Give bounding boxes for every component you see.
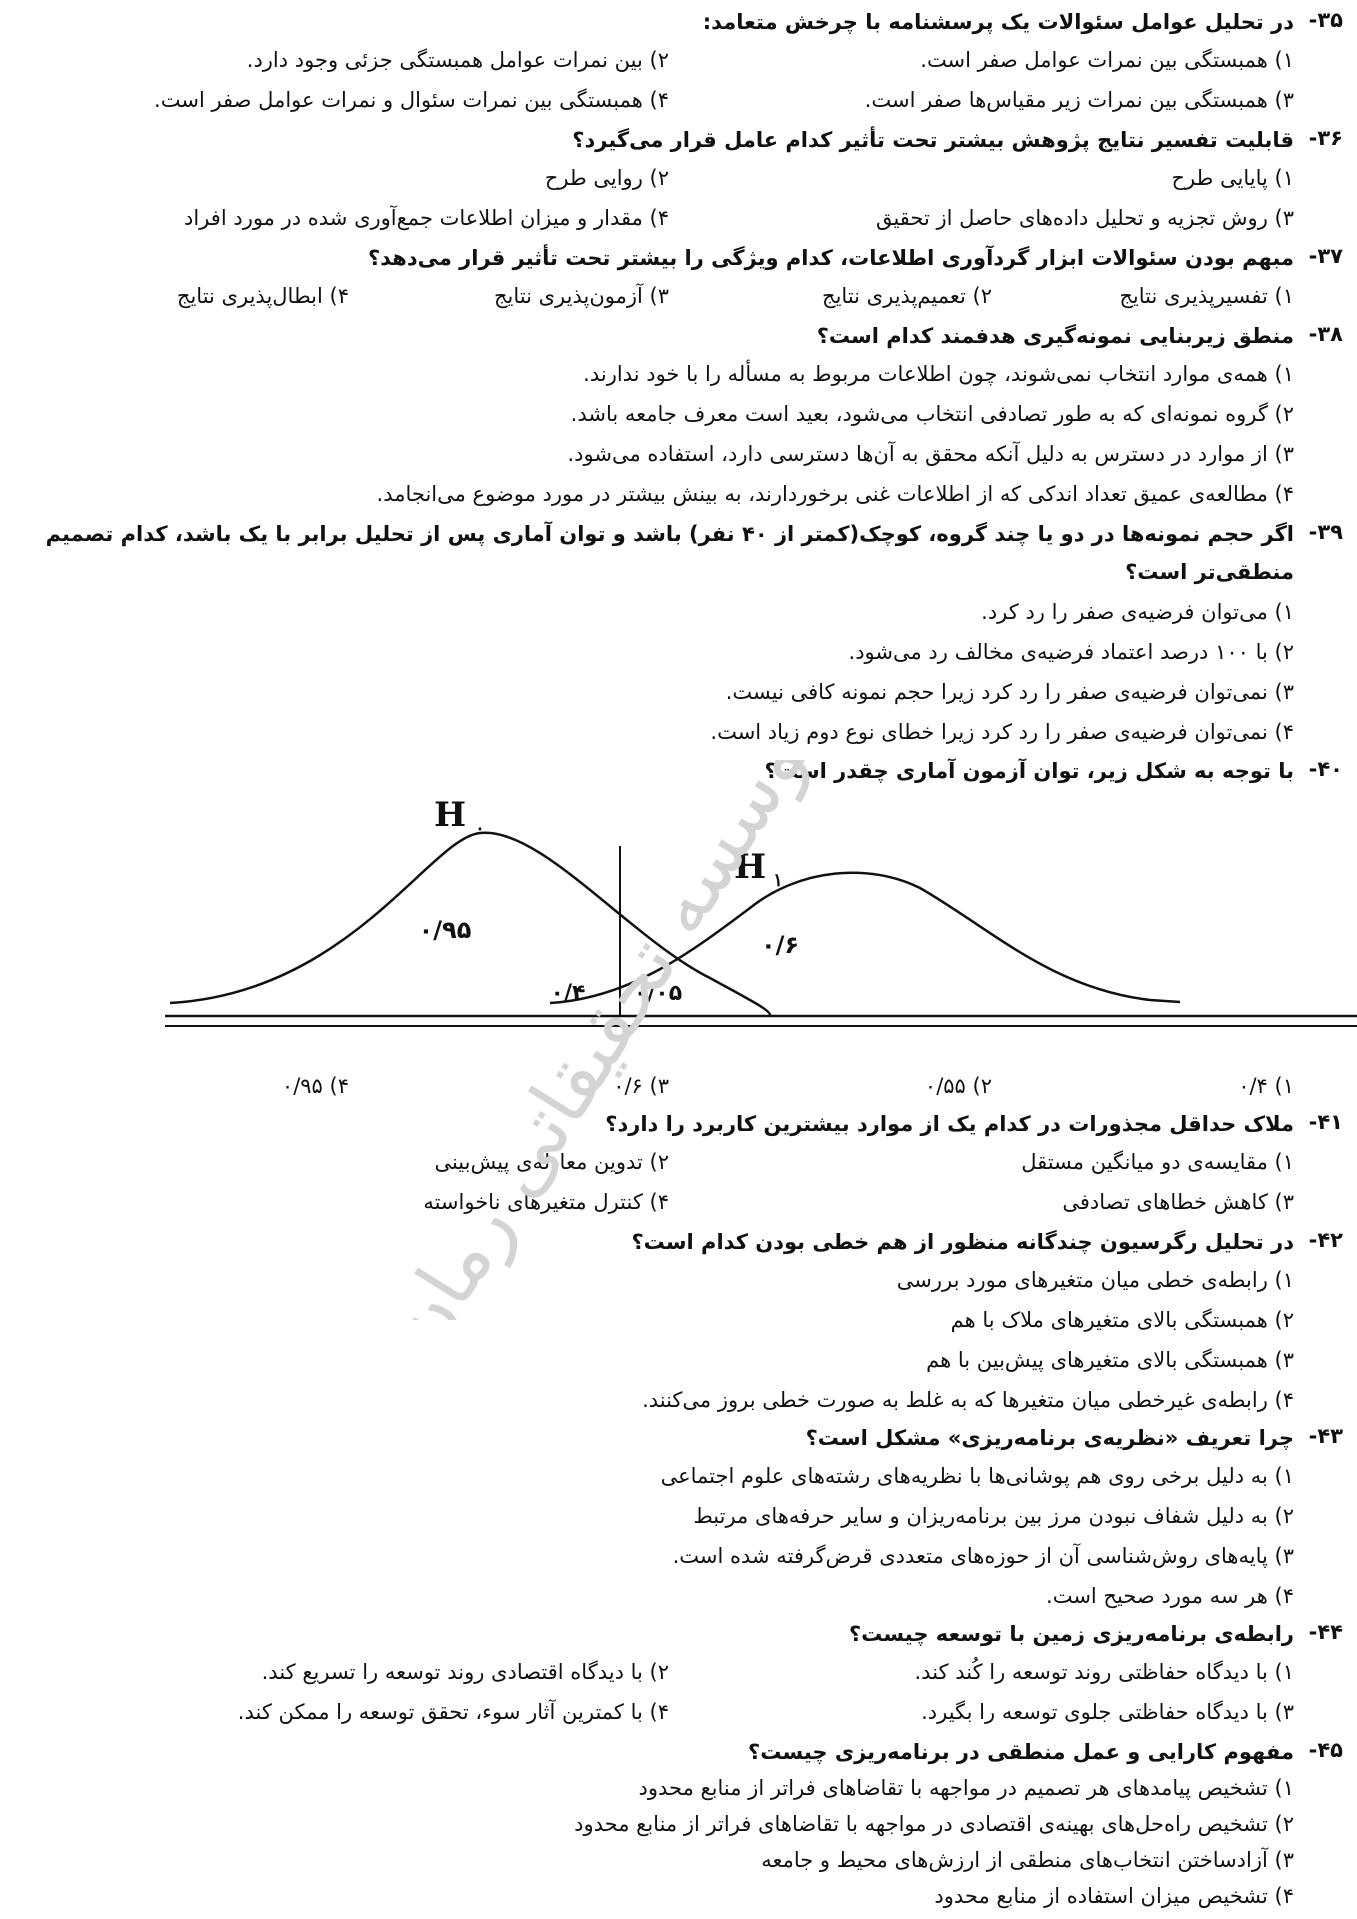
- h1-subscript: ۱: [773, 870, 783, 891]
- option-3[interactable]: ۳) روش تجزیه و تحلیل داده‌های حاصل از تح…: [875, 206, 1294, 230]
- option-1[interactable]: ۱) ۰/۴: [1238, 1074, 1294, 1098]
- question-text: چرا تعریف «نظریه‌ی برنامه‌ریزی» مشکل است…: [805, 1426, 1294, 1450]
- question-text: قابلیت تفسیر نتایج پژوهش بیشتر تحت تأثیر…: [572, 128, 1294, 152]
- h1-curve: [549, 871, 1181, 1005]
- option-4[interactable]: ۴) نمی‌توان فرضیه‌ی صفر را رد کرد زیرا خ…: [710, 720, 1294, 744]
- hypothesis-distribution-figure: H ۰ H ۱ ۰/۹۵ ۰/۶ ۰/۴ ۰/۰۵: [165, 795, 1357, 1027]
- option-2[interactable]: ۲) بین نمرات عوامل همبستگی جزئی وجود دار…: [246, 48, 669, 72]
- option-3[interactable]: ۳) با دیدگاه حفاظتی جلوی توسعه را بگیرد.: [921, 1700, 1294, 1724]
- option-1[interactable]: ۱) پایایی طرح: [1171, 166, 1294, 190]
- value-095: ۰/۹۵: [419, 916, 472, 944]
- question-number: -۴۴: [1308, 1620, 1343, 1644]
- value-005: ۰/۰۵: [634, 981, 682, 1006]
- option-2[interactable]: ۲) به دلیل شفاف نبودن مرز بین برنامه‌ریز…: [693, 1504, 1294, 1528]
- option-1[interactable]: ۱) همه‌ی موارد انتخاب نمی‌شوند، چون اطلا…: [583, 362, 1294, 386]
- question-number: -۴۳: [1308, 1424, 1343, 1448]
- value-06: ۰/۶: [761, 931, 799, 959]
- question-text: اگر حجم نمونه‌ها در دو یا چند گروه، کوچک…: [45, 522, 1294, 546]
- question-number: -۳۶: [1308, 126, 1343, 150]
- option-2[interactable]: ۲) تشخیص راه‌حل‌های بهینه‌ی اقتصادی در م…: [574, 1812, 1294, 1836]
- option-1[interactable]: ۱) رابطه‌ی خطی میان متغیرهای مورد بررسی: [896, 1268, 1294, 1292]
- option-1[interactable]: ۱) تشخیص پیامدهای هر تصمیم در مواجهه با …: [638, 1776, 1295, 1800]
- option-2[interactable]: ۲) تعمیم‌پذیری نتایج: [822, 284, 992, 308]
- option-2[interactable]: ۲) همبستگی بالای متغیرهای ملاک با هم: [950, 1308, 1294, 1332]
- question-text: رابطه‌ی برنامه‌ریزی زمین با توسعه چیست؟: [848, 1622, 1294, 1646]
- option-4[interactable]: ۴) هر سه مورد صحیح است.: [1046, 1584, 1294, 1608]
- option-3[interactable]: ۳) همبستگی بین نمرات زیر مقیاس‌ها صفر اس…: [864, 88, 1294, 112]
- option-2[interactable]: ۲) روایی طرح: [544, 166, 669, 190]
- question-text: منطق زیربنایی نمونه‌گیری هدفمند کدام است…: [816, 324, 1294, 348]
- option-3[interactable]: ۳) کاهش خطاهای تصادفی: [1062, 1190, 1294, 1214]
- question-text: با توجه به شکل زیر، توان آزمون آماری چقد…: [764, 759, 1294, 783]
- option-2[interactable]: ۲) ۰/۵۵: [924, 1074, 992, 1098]
- option-3[interactable]: ۳) آزادساختن انتخاب‌های منطقی از ارزش‌ها…: [761, 1848, 1294, 1872]
- question-number: -۴۵: [1308, 1738, 1343, 1762]
- option-4[interactable]: ۴) رابطه‌ی غیرخطی میان متغیرها که به غلط…: [642, 1388, 1294, 1412]
- option-2[interactable]: ۲) تدوین معادله‌ی پیش‌بینی: [434, 1150, 669, 1174]
- option-4[interactable]: ۴) کنترل متغیرهای ناخواسته: [423, 1190, 669, 1214]
- question-number: -۳۹: [1308, 520, 1343, 544]
- option-4[interactable]: ۴) ۰/۹۵: [281, 1074, 349, 1098]
- option-3[interactable]: ۳) آزمون‌پذیری نتایج: [493, 284, 669, 308]
- option-2[interactable]: ۲) گروه نمونه‌ای که به طور تصادفی انتخاب…: [570, 402, 1294, 426]
- option-3[interactable]: ۳) همبستگی بالای متغیرهای پیش‌بین با هم: [926, 1348, 1294, 1372]
- option-1[interactable]: ۱) تفسیرپذیری نتایج: [1119, 284, 1294, 308]
- option-1[interactable]: ۱) به دلیل برخی روی هم پوشانی‌ها با نظری…: [660, 1464, 1294, 1488]
- option-3[interactable]: ۳) پایه‌های روش‌شناسی آن از حوزه‌های متع…: [672, 1544, 1294, 1568]
- option-1[interactable]: ۱) مقایسه‌ی دو میانگین مستقل: [1021, 1150, 1294, 1174]
- option-4[interactable]: ۴) مقدار و میزان اطلاعات جمع‌آوری شده در…: [184, 206, 669, 230]
- question-text: ملاک حداقل مجذورات در کدام یک از موارد ب…: [605, 1112, 1294, 1136]
- question-number: -۳۷: [1308, 244, 1343, 268]
- question-number: -۴۰: [1308, 757, 1343, 781]
- question-text: مفهوم کارایی و عمل منطقی در برنامه‌ریزی …: [748, 1740, 1294, 1764]
- option-4[interactable]: ۴) ابطال‌پذیری نتایج: [176, 284, 349, 308]
- option-1[interactable]: ۱) همبستگی بین نمرات عوامل صفر است.: [920, 48, 1294, 72]
- option-2[interactable]: ۲) با ۱۰۰ درصد اعتماد فرضیه‌ی مخالف رد م…: [848, 640, 1294, 664]
- value-04: ۰/۴: [551, 981, 586, 1006]
- h1-label: H: [734, 847, 766, 887]
- question-text: در تحلیل عوامل سئوالات یک پرسشنامه با چر…: [702, 10, 1294, 34]
- h0-curve: [169, 831, 772, 1016]
- question-number: -۳۸: [1308, 322, 1343, 346]
- question-number: -۴۱: [1308, 1110, 1343, 1134]
- option-2[interactable]: ۲) با دیدگاه اقتصادی روند توسعه را تسریع…: [261, 1660, 669, 1684]
- question-text: مبهم بودن سئوالات ابزار گردآوری اطلاعات،…: [367, 246, 1294, 270]
- option-3[interactable]: ۳) ۰/۶: [613, 1074, 669, 1098]
- option-1[interactable]: ۱) با دیدگاه حفاظتی روند توسعه را کُند ک…: [914, 1660, 1295, 1684]
- question-number: -۳۵: [1308, 8, 1343, 32]
- option-1[interactable]: ۱) می‌توان فرضیه‌ی صفر را رد کرد.: [981, 600, 1294, 624]
- option-3[interactable]: ۳) از موارد در دسترس به دلیل آنکه محقق ب…: [567, 442, 1294, 466]
- option-4[interactable]: ۴) مطالعه‌ی عمیق تعداد اندکی که از اطلاع…: [376, 482, 1294, 506]
- option-4[interactable]: ۴) همبستگی بین نمرات سئوال و نمرات عوامل…: [154, 88, 669, 112]
- h0-subscript: ۰: [475, 818, 485, 839]
- h0-label: H: [434, 795, 466, 835]
- option-4[interactable]: ۴) تشخیص میزان استفاده از منابع محدود: [934, 1884, 1294, 1908]
- question-text: در تحلیل رگرسیون چندگانه منظور از هم خطی…: [631, 1230, 1294, 1254]
- option-3[interactable]: ۳) نمی‌توان فرضیه‌ی صفر را رد کرد زیرا ح…: [725, 680, 1294, 704]
- question-number: -۴۲: [1308, 1228, 1343, 1252]
- option-4[interactable]: ۴) با کمترین آثار سوء، تحقق توسعه را ممک…: [237, 1700, 669, 1724]
- question-text-continued: منطقی‌تر است؟: [1125, 560, 1294, 584]
